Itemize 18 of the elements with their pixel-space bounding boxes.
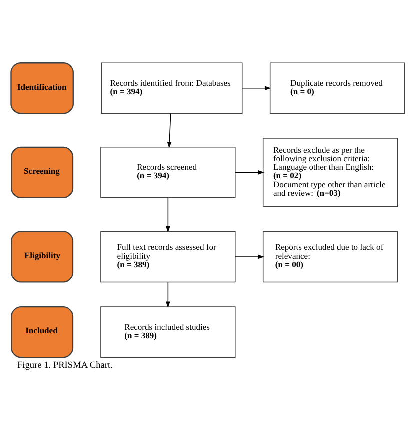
arrow (166, 282, 170, 308)
node-box: Eligibility (11, 231, 74, 283)
arrow (235, 170, 264, 175)
node-box: Screening (11, 146, 74, 198)
caption: Figure 1. PRISMA Chart. (17, 361, 113, 372)
node-box: Full text records assessed for eligibility (n = 389) (100, 231, 236, 283)
node-box: Records exclude as per the following exclusion criteria: Language other than English: (n = 02) Document type other than article and review: (n=03) (262, 138, 398, 208)
arrow (242, 86, 272, 91)
arrow (167, 113, 172, 148)
arrow (235, 254, 264, 260)
node-box: Records screened (n = 394) (100, 147, 236, 198)
node-box: Duplicate records removed (n = 0) (270, 62, 406, 114)
arrow (166, 198, 170, 233)
node-box: Included (11, 306, 74, 358)
node-box: Records identified from: Databases (n = 394) (101, 62, 243, 114)
node-box: Identification (10, 62, 74, 114)
node-box: Reports excluded due to lack of relevance: (n = 00) (262, 231, 398, 283)
node-box: Records included studies (n = 389) (100, 306, 236, 358)
